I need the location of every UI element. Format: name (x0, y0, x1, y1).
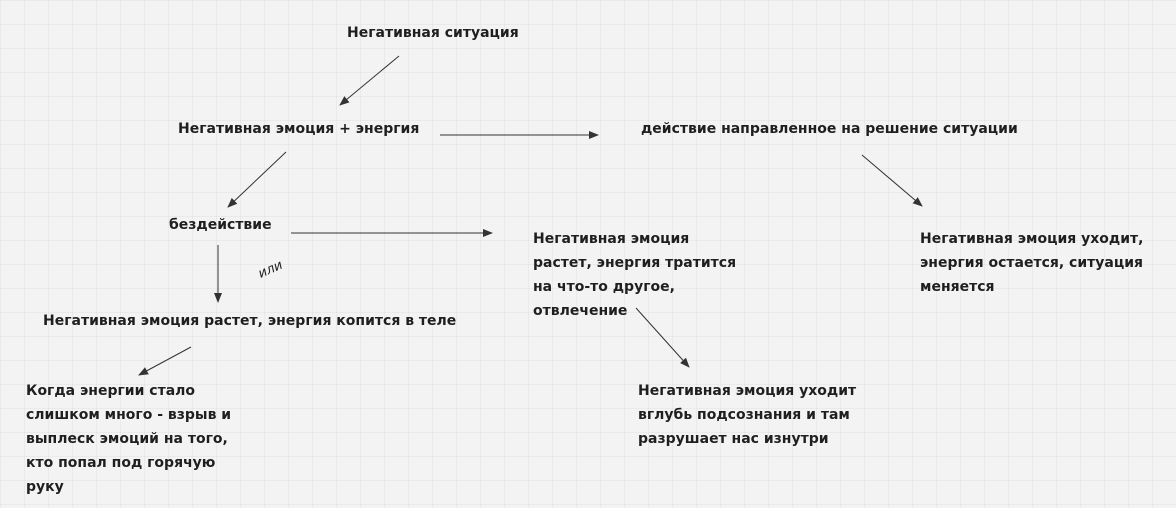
arrow-action-to-emotion-leaves (861, 154, 923, 207)
node-explosion[interactable]: Когда энергии стало слишком много - взры… (26, 383, 232, 495)
node-emotion-grows-energy-spent[interactable]: Негативная эмоция растет, энергия тратит… (533, 231, 737, 319)
node-emotion-energy[interactable]: Негативная эмоция + энергия (178, 121, 420, 137)
node-inaction[interactable]: бездействие (169, 217, 272, 233)
node-emotion-leaves-energy-stays[interactable]: Негативная эмоция уходит, энергия остает… (920, 231, 1144, 295)
arrow-emotion-to-inaction (227, 151, 287, 208)
arrow-situation-to-emotion (339, 55, 400, 106)
node-emotion-goes-subconscious[interactable]: Негативная эмоция уходит вглубь подсозна… (638, 383, 857, 447)
arrow-spent-to-subconscious (635, 307, 690, 368)
node-negative-situation[interactable]: Негативная ситуация (347, 25, 519, 41)
node-emotion-grows-energy-accumulates[interactable]: Негативная эмоция растет, энергия копитс… (43, 313, 457, 329)
node-action-solving[interactable]: действие направленное на решение ситуаци… (641, 121, 1018, 137)
arrow-accumulates-to-explosion (138, 346, 192, 376)
